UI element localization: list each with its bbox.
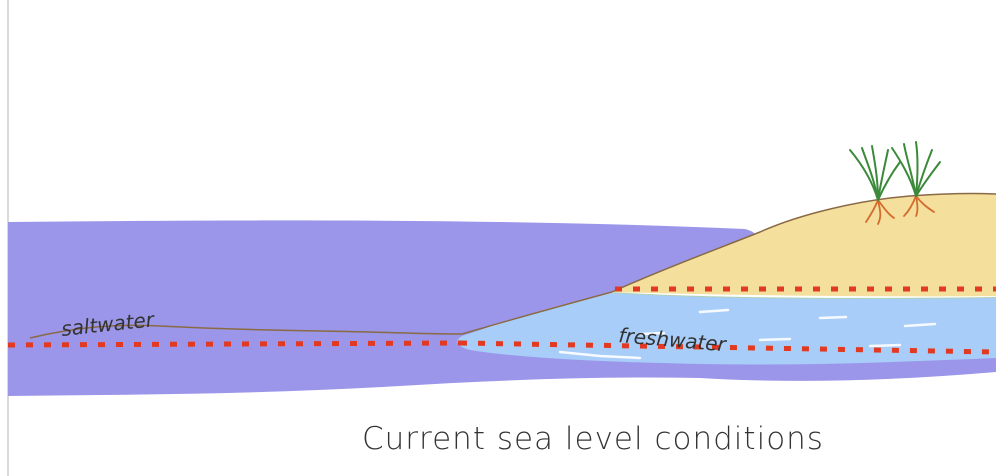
diagram-caption: Current sea level conditions (362, 421, 824, 457)
dune-grass-right (891, 141, 941, 217)
saltwater-body (8, 220, 996, 396)
sand-island (612, 193, 996, 297)
beach-outline (29, 192, 996, 339)
sea-level-marker-saltwater (7, 340, 461, 348)
dune-grass-left (849, 145, 901, 225)
freshwater-ripples (558, 308, 937, 360)
